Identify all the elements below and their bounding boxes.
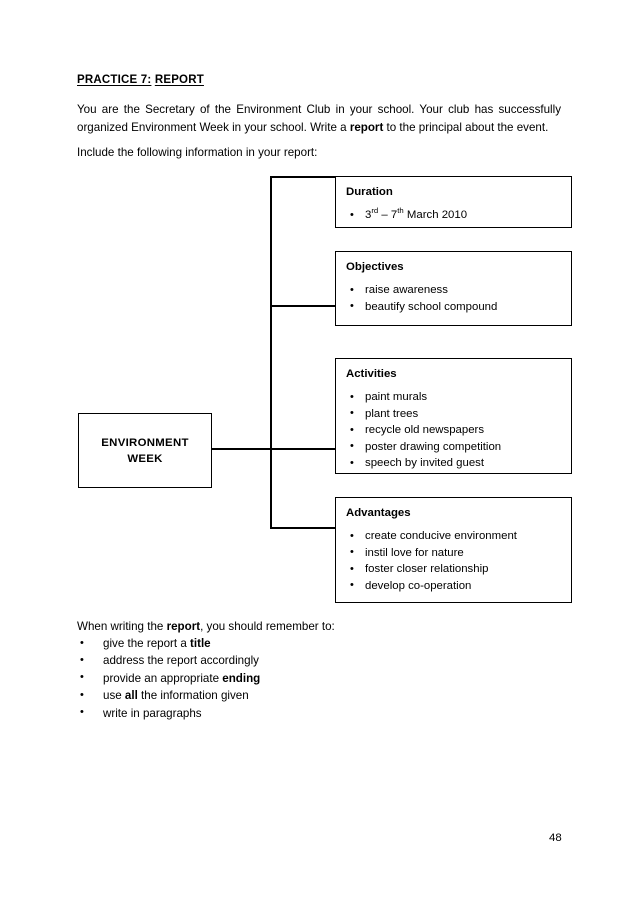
list-item: use all the information given — [77, 687, 497, 705]
closing-text-before: When writing the — [77, 620, 167, 633]
page-number: 48 — [549, 832, 562, 844]
branch-list-activities: paint muralsplant treesrecycle old newsp… — [346, 389, 571, 472]
branch-title-activities: Activities — [346, 368, 397, 380]
closing-text-after: , you should remember to: — [200, 620, 335, 633]
branch-title-duration: Duration — [346, 186, 393, 198]
list-item: recycle old newspapers — [346, 422, 571, 439]
list-item: beautify school compound — [346, 298, 571, 316]
intro-paragraph: You are the Secretary of the Environment… — [77, 101, 561, 136]
branch-title-advantages: Advantages — [346, 507, 411, 519]
list-item: provide an appropriate ending — [77, 669, 497, 687]
center-node-environment-week: ENVIRONMENT WEEK — [78, 413, 212, 488]
branch-list-duration: 3rd – 7th March 2010 — [346, 207, 571, 224]
list-item: 3rd – 7th March 2010 — [346, 207, 571, 224]
branch-box-advantages: Advantages create conducive environmenti… — [335, 497, 572, 603]
list-item: develop co-operation — [346, 577, 571, 595]
closing-reminder-list: give the report a titleaddress the repor… — [77, 634, 497, 722]
page-title-topic: REPORT — [154, 74, 204, 86]
list-item: paint murals — [346, 389, 571, 406]
intro-bold-report: report — [349, 120, 384, 134]
include-instruction: Include the following information in you… — [77, 146, 318, 159]
branch-list-advantages: create conducive environmentinstil love … — [346, 528, 571, 594]
branch-box-objectives: Objectives raise awarenessbeautify schoo… — [335, 251, 572, 326]
branch-title-objectives: Objectives — [346, 261, 404, 273]
page-title: PRACTICE 7: REPORT — [77, 74, 204, 86]
list-item: create conducive environment — [346, 528, 571, 545]
connector-trunk-vertical — [270, 176, 272, 528]
list-item: give the report a title — [77, 634, 497, 652]
list-item: poster drawing competition — [346, 438, 571, 456]
connector-center-to-activities — [212, 448, 336, 450]
closing-instruction: When writing the report, you should reme… — [77, 618, 561, 635]
intro-text-before: You are the Secretary of the Environment… — [77, 103, 561, 134]
list-item: raise awareness — [346, 282, 571, 299]
intro-text-after: to the principal about the event. — [383, 120, 549, 134]
list-item: foster closer relationship — [346, 561, 571, 578]
branch-box-activities: Activities paint muralsplant treesrecycl… — [335, 358, 572, 474]
connector-objectives — [270, 305, 336, 307]
closing-bold-report: report — [166, 620, 201, 633]
connector-advantages — [270, 527, 336, 529]
list-item: instil love for nature — [346, 544, 571, 562]
branch-box-duration: Duration 3rd – 7th March 2010 — [335, 176, 572, 228]
list-item: plant trees — [346, 405, 571, 423]
connector-duration — [270, 176, 336, 178]
list-item: address the report accordingly — [77, 652, 497, 670]
branch-list-objectives: raise awarenessbeautify school compound — [346, 282, 571, 315]
center-node-line1: ENVIRONMENT — [101, 436, 189, 449]
list-item: write in paragraphs — [77, 704, 497, 722]
page-title-label: PRACTICE 7: — [77, 74, 152, 86]
list-item: speech by invited guest — [346, 455, 571, 472]
center-node-line2: WEEK — [127, 452, 163, 465]
